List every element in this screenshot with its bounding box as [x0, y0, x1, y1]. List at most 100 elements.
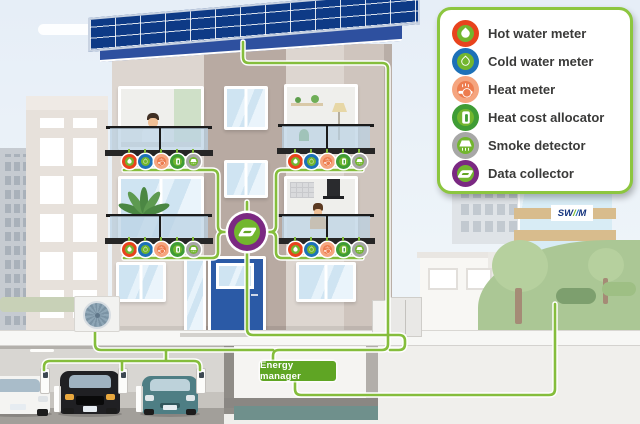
- heat-cost-allocator-icon: [336, 149, 351, 169]
- heat-meter-icon: [452, 76, 479, 103]
- cold-water-meter-icon: [138, 237, 153, 257]
- doorstep: [180, 333, 272, 337]
- balcony-deck: [105, 150, 213, 156]
- resident-person: [313, 203, 323, 211]
- legend-label: Cold water meter: [488, 54, 594, 69]
- legend-panel: Hot water meter Cold water meter Heat me…: [437, 7, 633, 194]
- legend-label: Heat meter: [488, 82, 556, 97]
- smoke-detector-icon: [352, 149, 367, 169]
- balcony-deck: [277, 238, 375, 244]
- house-roof: [417, 252, 511, 258]
- parking-pillar: [54, 386, 61, 412]
- legend-item-heat-cost-allocator: Heat cost allocator: [452, 104, 618, 131]
- car-teal: [140, 376, 200, 417]
- sidewalk: [0, 330, 640, 346]
- balcony-mid-left: [105, 214, 213, 244]
- hot-water-meter-icon: [122, 237, 137, 257]
- legend-label: Hot water meter: [488, 26, 587, 41]
- potted-plant: [311, 95, 319, 103]
- parking-pillar: [136, 386, 143, 412]
- data-collector-icon: [452, 160, 479, 187]
- meter-row-top-left: [122, 149, 201, 169]
- hedge: [0, 297, 84, 312]
- window-grid: [31, 118, 103, 328]
- legend-item-cold-water-meter: Cold water meter: [452, 48, 618, 75]
- resident-person: [148, 118, 158, 127]
- car-black-suv: [58, 371, 122, 417]
- background-building-tan: [26, 96, 108, 332]
- smoke-detector-icon: [186, 237, 201, 257]
- meter-row-mid-left: [122, 237, 201, 257]
- bush: [602, 282, 636, 296]
- window-stairwell-top: [224, 86, 268, 130]
- legend-label: Data collector: [488, 166, 574, 181]
- heat-cost-allocator-icon: [452, 104, 479, 131]
- parapet: [26, 96, 108, 110]
- heat-cost-allocator-icon: [336, 237, 351, 257]
- window-ground-right: [296, 262, 356, 302]
- smoke-detector-icon: [452, 132, 479, 159]
- balcony-deck: [105, 238, 213, 244]
- swm-logo-text: M: [578, 207, 587, 219]
- window-ground-left: [116, 262, 166, 302]
- range-hood: [323, 196, 344, 199]
- legend-item-hot-water-meter: Hot water meter: [452, 20, 618, 47]
- heat-meter-icon: [154, 237, 169, 257]
- cold-water-meter-icon: [304, 149, 319, 169]
- window-glass: [227, 163, 265, 195]
- resident-person: [314, 209, 322, 216]
- window-glass: [187, 259, 203, 331]
- tree-canopy: [588, 248, 624, 282]
- shelf: [291, 103, 323, 106]
- floor-lamp: [332, 103, 347, 112]
- swm-logo-slash: /: [573, 207, 576, 219]
- ceiling-light: [30, 349, 54, 352]
- window-stairwell-mid: [224, 160, 268, 198]
- meter-row-top-right: [288, 149, 367, 169]
- hot-water-meter-icon: [122, 149, 137, 169]
- bush: [556, 288, 596, 304]
- kitchen-tiles: [290, 182, 314, 198]
- smoke-detector-icon: [186, 149, 201, 169]
- cold-water-meter-icon: [138, 149, 153, 169]
- data-collector-icon: [228, 213, 266, 251]
- energy-manager-label: Energy manager: [260, 360, 336, 382]
- swm-logo: SW//M: [551, 205, 593, 221]
- balcony-top-left: [105, 126, 213, 156]
- window-glass: [227, 89, 265, 127]
- basement-floor-accent: [234, 406, 378, 420]
- cold-water-meter-icon: [452, 48, 479, 75]
- legend-item-smoke-detector: Smoke detector: [452, 132, 618, 159]
- balcony-mid-right: [277, 214, 375, 244]
- window-glass: [119, 265, 163, 299]
- swm-logo-slash: /: [575, 207, 579, 219]
- potted-plant: [295, 97, 301, 103]
- window-glass: [299, 265, 353, 299]
- legend-label: Smoke detector: [488, 138, 586, 153]
- hot-water-meter-icon: [288, 237, 303, 257]
- hot-water-meter-icon: [288, 149, 303, 169]
- house-window: [428, 268, 458, 290]
- heat-pump: [74, 296, 120, 332]
- cloud: [38, 24, 130, 35]
- swm-logo-text: SW: [557, 207, 574, 219]
- garage-wall: [224, 346, 234, 414]
- cold-water-meter-icon: [304, 237, 319, 257]
- entrance-door: [208, 256, 266, 334]
- door-handle: [251, 294, 258, 296]
- tree-trunk: [515, 288, 522, 324]
- legend-item-heat-meter: Heat meter: [452, 76, 618, 103]
- legend-label: Heat cost allocator: [488, 110, 605, 125]
- tree-canopy: [492, 240, 548, 292]
- heat-meter-icon: [154, 149, 169, 169]
- basement-floor: [224, 398, 378, 408]
- door-sidelight: [184, 256, 206, 334]
- meter-row-mid-right: [288, 237, 367, 257]
- hot-water-meter-icon: [452, 20, 479, 47]
- legend-item-data-collector: Data collector: [452, 160, 618, 187]
- heat-cost-allocator-icon: [170, 149, 185, 169]
- heat-cost-allocator-icon: [170, 237, 185, 257]
- resident-person: [147, 113, 159, 120]
- heat-meter-icon: [320, 149, 335, 169]
